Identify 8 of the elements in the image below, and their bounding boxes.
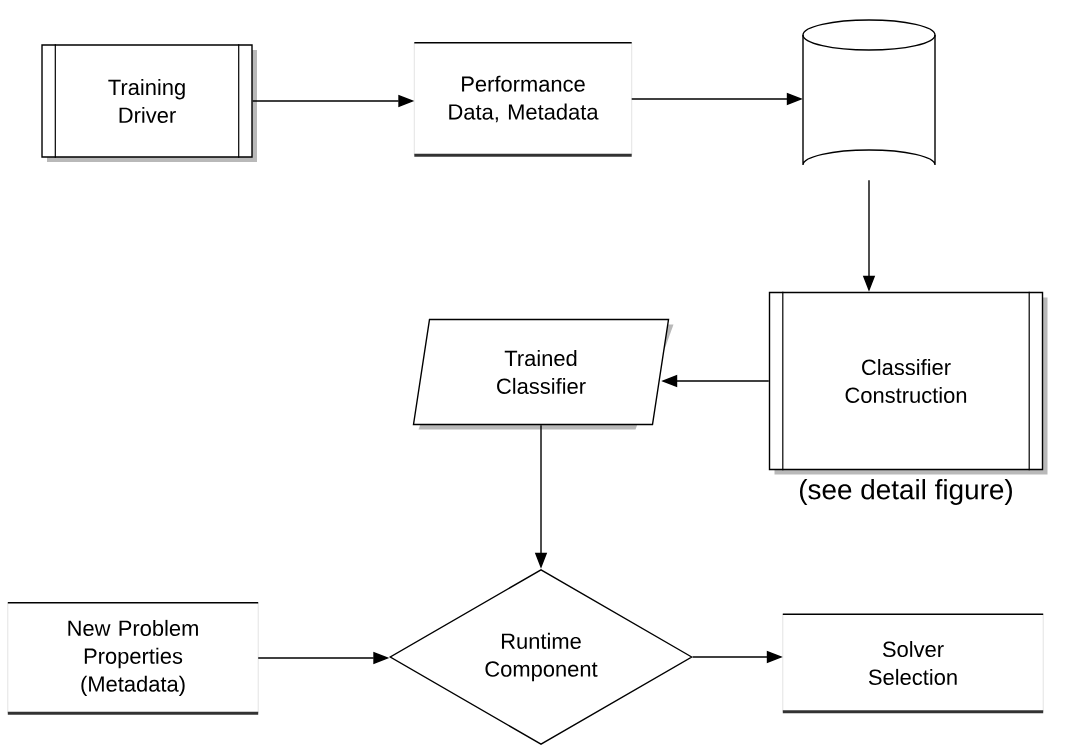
- node-label: (see detail figure): [800, 479, 1012, 505]
- database-cylinder: [802, 19, 936, 166]
- process-box: Classifier Construction: [768, 291, 1048, 475]
- data-box: Performance Data, Metadata: [413, 42, 633, 157]
- data-box: New Problem Properties (Metadata): [7, 602, 259, 715]
- process-box: Training Driver: [41, 43, 257, 162]
- data-parallelogram: Trained Classifier: [412, 318, 674, 430]
- data-box: Solver Selection: [782, 613, 1044, 714]
